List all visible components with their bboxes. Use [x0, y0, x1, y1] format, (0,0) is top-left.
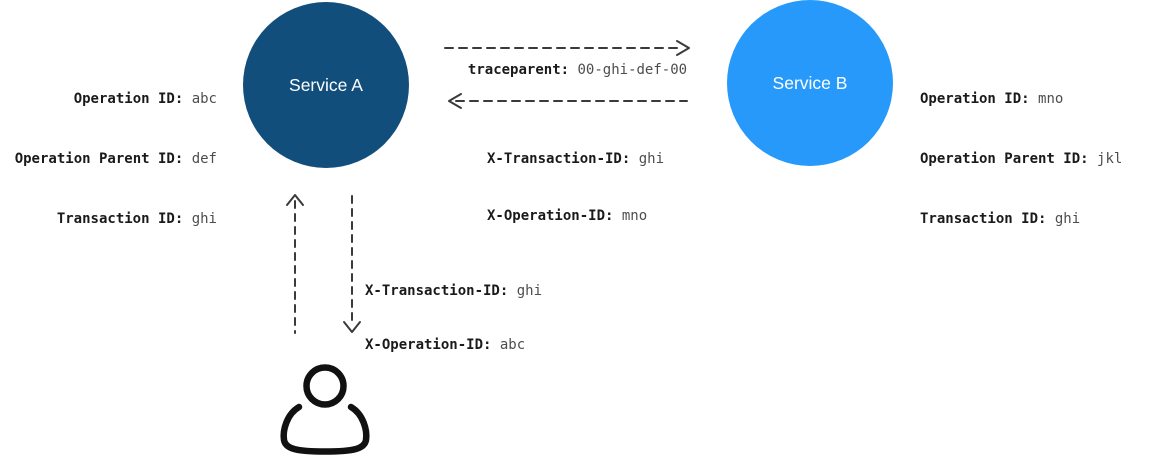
id-value: abc — [191, 91, 217, 107]
service-b-ids-block: Operation ID: mno Operation Parent ID: j… — [920, 49, 1122, 269]
arrowhead-up-icon — [286, 194, 304, 206]
header-row: X-Operation-ID: abc — [365, 336, 542, 354]
header-row: traceparent: 00-ghi-def-00 — [455, 61, 700, 79]
service-b-label: Service B — [773, 73, 848, 93]
user-request-arrow-down — [343, 195, 361, 333]
traceparent-header: traceparent: 00-ghi-def-00 — [455, 25, 700, 115]
service-b-node — [727, 0, 893, 166]
id-value: mno — [1038, 91, 1064, 107]
header-value: 00-ghi-def-00 — [577, 62, 688, 78]
id-label: Transaction ID: — [56, 211, 184, 227]
arrowhead-left-icon — [448, 93, 462, 109]
id-value: jkl — [1097, 151, 1123, 167]
id-label: Operation ID: — [920, 91, 1030, 107]
service-a-node — [243, 2, 409, 168]
header-value: mno — [621, 208, 648, 224]
header-value: ghi — [516, 283, 543, 299]
id-label: Operation ID: — [73, 91, 184, 107]
header-label: traceparent: — [467, 62, 570, 78]
id-value: def — [191, 151, 217, 167]
user-person-icon — [280, 364, 370, 455]
service-a-label: Service A — [289, 75, 363, 95]
header-value: abc — [499, 337, 526, 353]
response-headers: X-Transaction-ID: ghi X-Operation-ID: mn… — [487, 112, 664, 264]
header-row: X-Operation-ID: mno — [487, 207, 664, 226]
id-row: Operation Parent ID: def — [0, 149, 217, 169]
header-row: X-Transaction-ID: ghi — [487, 150, 664, 169]
id-row: Operation Parent ID: jkl — [920, 149, 1122, 169]
response-arrow-left — [448, 93, 688, 109]
user-response-arrow-up — [286, 194, 304, 334]
id-value: ghi — [1054, 211, 1081, 227]
id-value: ghi — [191, 211, 217, 227]
arrowhead-down-icon — [343, 321, 361, 333]
id-label: Operation Parent ID: — [920, 151, 1089, 167]
header-value: ghi — [638, 151, 665, 167]
service-a-ids-block: Operation ID: abc Operation Parent ID: d… — [0, 49, 217, 269]
id-row: Operation ID: abc — [0, 89, 217, 109]
arrowhead-right-icon — [676, 40, 690, 56]
header-label: X-Operation-ID: — [365, 337, 492, 353]
id-row: Operation ID: mno — [920, 89, 1122, 109]
id-label: Transaction ID: — [920, 211, 1047, 227]
id-row: Transaction ID: ghi — [920, 209, 1122, 229]
header-label: X-Operation-ID: — [487, 208, 614, 224]
header-label: X-Transaction-ID: — [487, 151, 631, 167]
id-label: Operation Parent ID: — [14, 151, 184, 167]
header-label: X-Transaction-ID: — [365, 283, 509, 299]
header-row: X-Transaction-ID: ghi — [365, 282, 542, 300]
id-row: Transaction ID: ghi — [0, 209, 217, 229]
user-request-headers: X-Transaction-ID: ghi X-Operation-ID: ab… — [365, 246, 542, 390]
traceparent-arrow-right — [444, 40, 690, 56]
